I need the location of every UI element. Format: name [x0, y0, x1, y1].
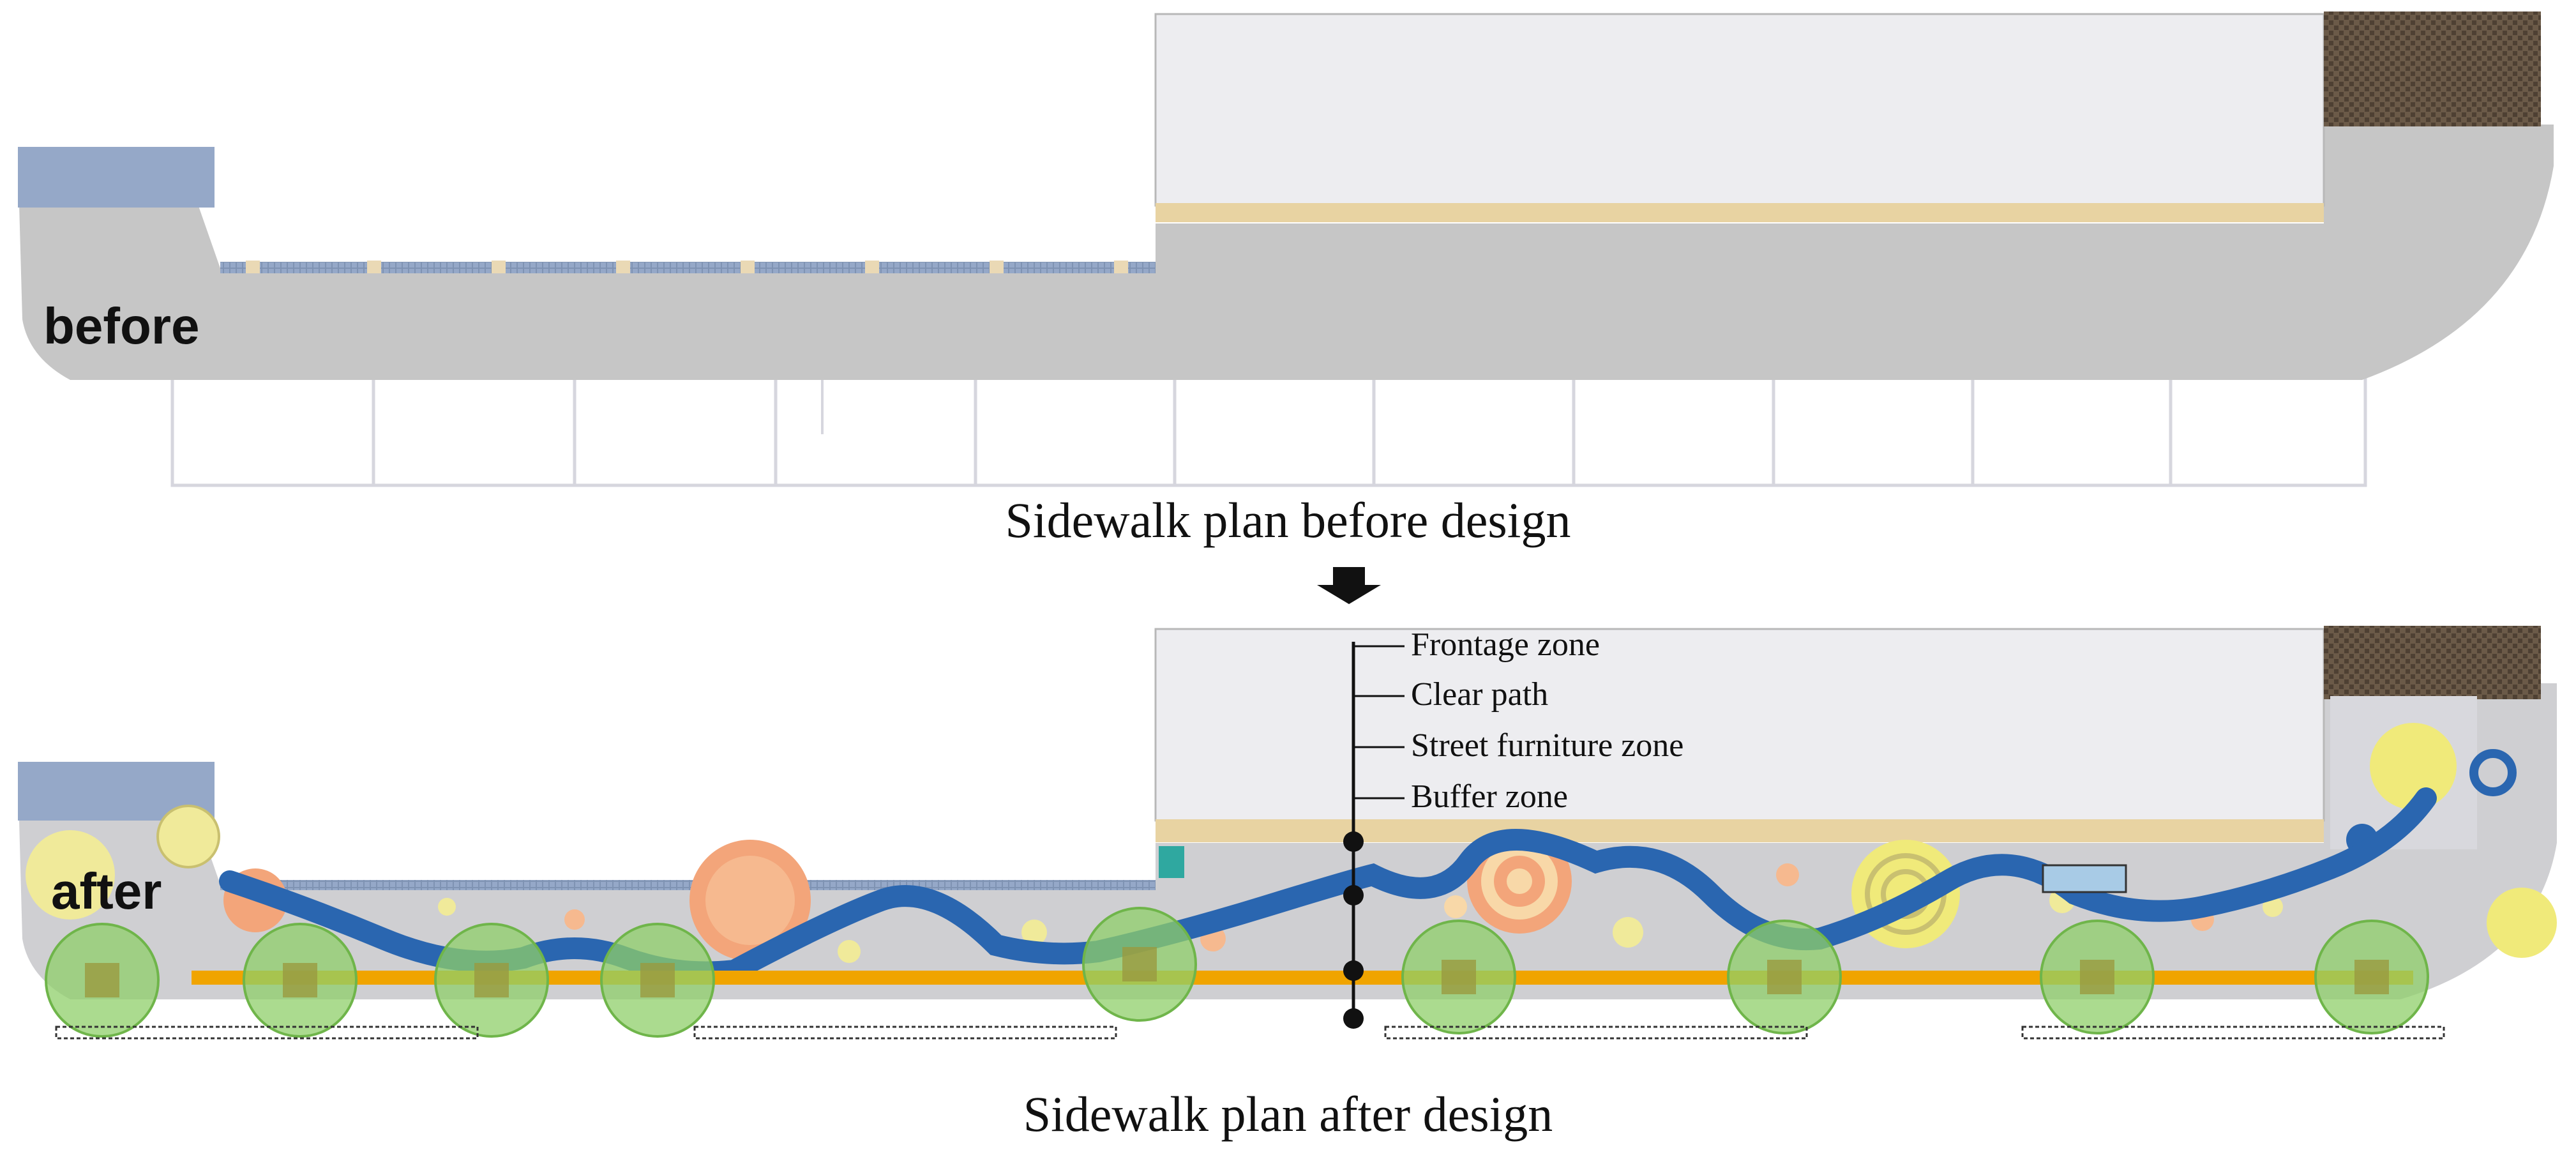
after-plan	[18, 626, 2557, 1040]
teal-kiosk	[1159, 846, 1184, 878]
storefront-strip	[220, 880, 1156, 890]
before-tag: before	[43, 298, 200, 354]
zone-label-frontage: Frontage zone	[1411, 626, 1601, 663]
frontage-strip	[1156, 819, 2324, 842]
after-tag: after	[51, 863, 162, 920]
down-arrow	[1317, 567, 1381, 604]
tree-pits	[85, 947, 2389, 997]
corner-bricks	[2324, 11, 2541, 126]
building-block	[1154, 13, 2325, 207]
frontage-strip	[1156, 203, 2324, 222]
parking-stalls	[170, 375, 2367, 487]
before-caption: Sidewalk plan before design	[1005, 492, 1571, 548]
zone-label-street-furniture: Street furniture zone	[1411, 727, 1684, 764]
corner-bricks	[2324, 626, 2541, 699]
buffer-strip	[192, 971, 2413, 985]
corner-entry	[18, 147, 215, 208]
storefront-strip	[220, 262, 1156, 273]
bench	[2042, 864, 2127, 893]
after-caption: Sidewalk plan after design	[1023, 1086, 1553, 1142]
parking-lane-markers	[55, 1026, 2445, 1040]
sidewalk-before	[19, 125, 2554, 380]
zone-label-buffer: Buffer zone	[1411, 778, 1568, 815]
zone-indicator	[1343, 642, 1405, 1029]
storefront-pillars	[246, 261, 1128, 273]
before-plan	[18, 11, 2554, 487]
building-block	[1154, 628, 2325, 822]
zone-label-clear-path: Clear path	[1411, 676, 1549, 713]
